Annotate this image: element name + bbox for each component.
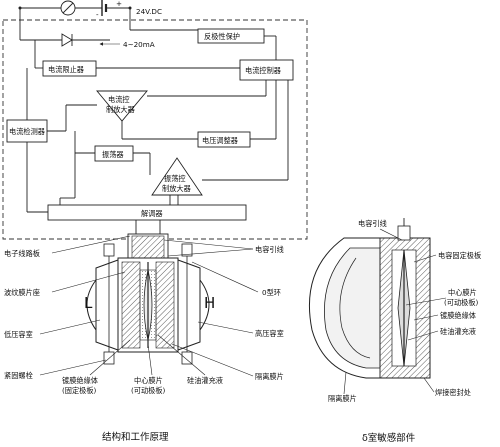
current-control-amp (96, 90, 148, 122)
current-detector-label: 电流检测器 (9, 127, 45, 136)
osc-amp-line2: 制放大器 (162, 184, 191, 193)
voltage-regulator-box (197, 131, 251, 148)
current-limiter-box (42, 60, 97, 77)
signal-label: 4~20mA (123, 40, 155, 49)
label-movable-plate: (可动极板) (131, 386, 166, 395)
diode-icon (61, 33, 73, 47)
sensor-cross-section: L H (84, 233, 215, 365)
right-caption: δ室敏感部件 (362, 432, 416, 444)
delta-cell (308, 218, 431, 379)
r-label-center-diaphragm: 中心膜片 (448, 288, 477, 297)
demodulator-label: 解调器 (141, 209, 163, 218)
supply-voltage-label: 24V.DC (136, 7, 162, 16)
label-bellows-seat: 波纹膜片座 (4, 288, 40, 297)
label-fixed-plate: (固定极板) (62, 386, 97, 395)
label-circuit-board: 电子线路板 (4, 249, 40, 258)
r-label-isolation: 隔离膜片 (328, 394, 357, 403)
current-controller-box (239, 59, 294, 81)
demodulator-box (47, 204, 247, 221)
circuit-block-diagram: + - 24V.DC 4~20mA 反极性保护 电流限止器 电流控制器 电流控 (2, 0, 308, 240)
osc-amp-line1: 振荡控 (164, 174, 186, 183)
right-labels: 电容引线 电容固定极板 中心膜片 (可动极板) 镀膜绝缘体 硅油灌充液 隔离膜片… (328, 219, 481, 444)
r-label-weld: 焊接密封处 (435, 388, 471, 397)
label-o-ring: 0型环 (262, 288, 281, 297)
left-caption: 结构和工作原理 (102, 431, 169, 443)
r-label-lead: 电容引线 (358, 219, 387, 228)
label-center-diaphragm: 中心膜片 (134, 376, 163, 385)
supply-minus: - (96, 10, 99, 19)
r-label-silicone: 硅油灌充液 (440, 327, 476, 336)
left-labels: 电子线路板 波纹膜片座 低压容室 紧固螺栓 电容引线 0型环 高压容室 隔离膜片… (4, 235, 284, 443)
supply-plus: + (116, 0, 122, 8)
voltage-regulator-label: 电压调整器 (202, 136, 238, 145)
osc-control-amp (151, 157, 203, 196)
label-silicone-oil: 硅油灌充液 (187, 376, 223, 385)
current-amp-line1: 电流控 (108, 95, 130, 104)
high-side-letter: H (204, 294, 215, 312)
label-isolation-diaphragm: 隔离膜片 (255, 372, 284, 381)
current-controller-label: 电流控制器 (245, 66, 281, 75)
oscillator-box (94, 145, 134, 162)
oscillator-label: 振荡器 (102, 150, 124, 159)
label-capacitor-lead: 电容引线 (255, 245, 284, 254)
label-low-pressure: 低压容室 (4, 330, 33, 339)
reverse-protect-label: 反极性保护 (204, 32, 240, 41)
r-label-insulator: 镀膜绝缘体 (440, 311, 476, 320)
label-coated-insulator: 镀膜绝缘体 (62, 376, 98, 385)
current-amp-line2: 制放大器 (106, 105, 135, 114)
current-limiter-label: 电流限止器 (48, 65, 84, 74)
r-label-movable-plate: (可动极板) (444, 298, 479, 307)
label-high-pressure: 高压容室 (255, 329, 284, 338)
r-label-fixed-plate: 电容固定极板 (438, 251, 481, 260)
low-side-letter: L (84, 294, 93, 312)
label-bolt: 紧固螺栓 (4, 371, 33, 380)
